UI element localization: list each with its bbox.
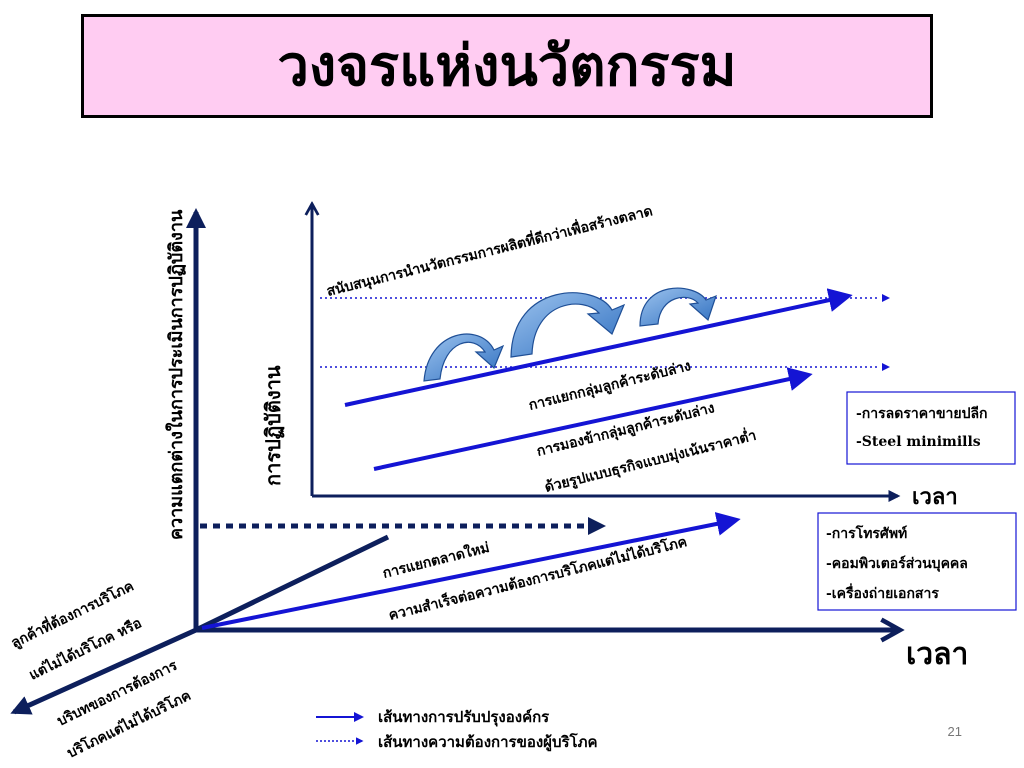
inner-x-axis-label: เวลา	[912, 484, 958, 510]
example-upper-line-1: -การลดราคาขายปลีก	[856, 406, 988, 422]
dotted-new-market-arrowhead	[588, 517, 606, 535]
curve-arrow-1	[423, 333, 505, 382]
outer-x-axis-label: เวลา	[906, 637, 968, 672]
blue-line-upper	[344, 288, 853, 407]
inner-y-axis-label: การปฏิบัติงาน	[261, 365, 285, 486]
outer-diagonal-axis	[10, 627, 198, 715]
curve-arrow-2	[510, 292, 626, 358]
outer-y-axis-label: ความแตกต่างในการประเมินการปฏิบัติงาน	[165, 209, 187, 540]
legend-dotted-label: เส้นทางความต้องการของผู้บริโภค	[378, 732, 598, 752]
dotted-demand-line-upper-head	[882, 294, 890, 302]
legend-solid-label: เส้นทางการปรับปรุงองค์กร	[378, 708, 550, 727]
title-box: วงจรแห่งนวัตกรรม	[81, 14, 933, 118]
example-lower-line-3: -เครื่องถ่ายเอกสาร	[826, 583, 939, 602]
left-label-line-4: บริโภคแต่ไม่ได้บริโภค	[64, 686, 194, 762]
label-nonconsumption-success: ความสำเร็จต่อความต้องการบริโภคแต่ไม่ได้บ…	[387, 532, 689, 624]
left-label-line-3: บริบทของการต้องการ	[55, 657, 181, 729]
label-support-innovation: สนับสนุนการนำนวัตกรรมการผลิตที่ดีกว่าเพื…	[324, 200, 654, 300]
curve-arrow-3	[639, 287, 717, 327]
blue-line-outer	[201, 512, 741, 630]
example-box-upper	[846, 391, 1016, 465]
example-lower-line-2: -คอมพิวเตอร์ส่วนบุคคล	[826, 555, 968, 572]
page-number: 21	[947, 724, 962, 739]
dotted-demand-line-lower-head	[882, 363, 890, 371]
example-upper-line-2: -Steel minimills	[856, 434, 981, 450]
label-new-market: การแยกตลาดใหม่	[381, 538, 492, 582]
navy-short-diagonal	[194, 534, 390, 633]
example-lower-line-1: -การโทรศัพท์	[826, 524, 907, 542]
example-box-lower	[817, 512, 1017, 611]
page-title: วงจรแห่งนวัตกรรม	[277, 33, 737, 99]
blue-line-lower	[373, 367, 813, 471]
